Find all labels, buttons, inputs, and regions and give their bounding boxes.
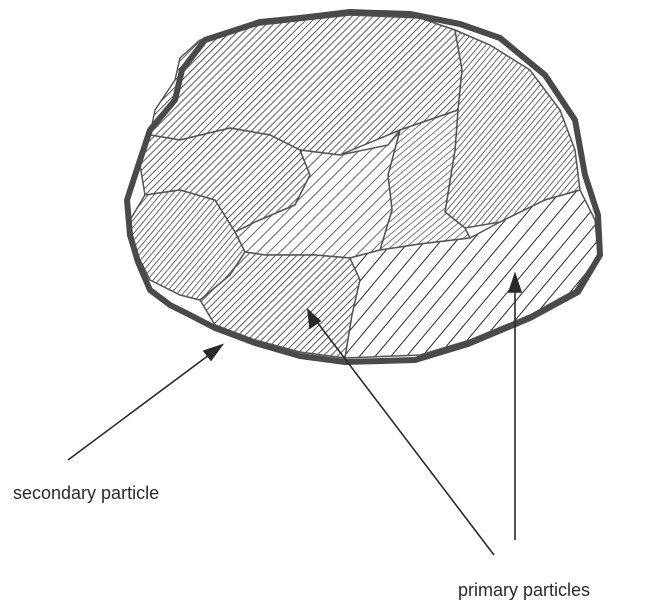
primary-particles-label: primary particles bbox=[458, 580, 590, 601]
arrow-secondary bbox=[68, 345, 222, 460]
secondary-particle-label: secondary particle bbox=[13, 483, 159, 504]
